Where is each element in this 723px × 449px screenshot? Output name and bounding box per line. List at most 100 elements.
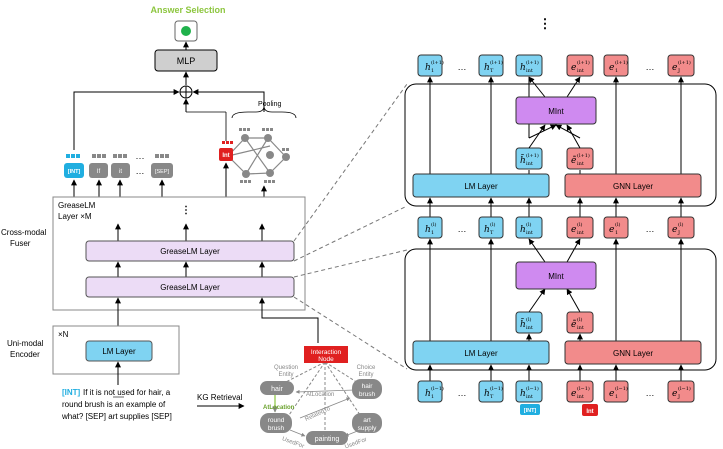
kg-retrieval-label: KG Retrieval <box>197 393 243 402</box>
kg-node-hair-brush-label-2: brush <box>359 391 376 398</box>
uni-lm-layer <box>85 340 153 362</box>
kg-node-round-brush-label-1: round <box>268 417 285 424</box>
svg-text:1: 1 <box>615 68 618 74</box>
svg-text:h̃: h̃ <box>520 154 526 166</box>
input-row-bottom: h(l−1)1 … h(l−1)T h(l−1)int e(l−1)int e(… <box>417 380 695 403</box>
svg-text:h: h <box>484 389 490 399</box>
fuser-vdots: ⋮ <box>181 205 191 216</box>
svg-text:1: 1 <box>615 394 618 400</box>
svg-text:…: … <box>458 224 467 234</box>
svg-text:e: e <box>609 225 614 235</box>
kg-node-art-supply-label-1: art <box>363 417 371 424</box>
svg-text:(l+1): (l+1) <box>577 59 590 66</box>
answer-selection-label: Answer Selection <box>150 5 225 15</box>
svg-text:(l+1): (l+1) <box>577 152 590 159</box>
token-int <box>64 163 84 178</box>
svg-text:e: e <box>571 389 576 399</box>
arrow-int-token-concat <box>73 89 180 150</box>
svg-text:e: e <box>672 225 677 235</box>
zoom-line-1 <box>293 83 408 242</box>
svg-text:T: T <box>490 394 494 400</box>
greaselm-layer-bottom <box>85 276 295 298</box>
kg-node-hair-brush-label-1: hair <box>362 383 374 390</box>
mint-upper-label: MInt <box>548 107 564 116</box>
graph-int-label: Int <box>222 153 229 159</box>
pooling-label: Pooling <box>258 101 281 108</box>
lower-greaselm-layer-box <box>404 248 717 371</box>
token-it-label: it <box>119 169 122 175</box>
lm-layer-upper <box>412 173 550 198</box>
svg-text:int: int <box>577 230 584 236</box>
svg-text:(l): (l) <box>431 221 437 228</box>
int-node-tag <box>582 404 598 416</box>
lm-layer-lower <box>412 340 550 365</box>
svg-text:h: h <box>520 225 526 235</box>
rel-usedfor-1: UsedFor <box>281 436 305 449</box>
lm-layer-lower-label: LM Layer <box>464 349 498 358</box>
int-token-tag <box>520 404 540 415</box>
gnn-layer-upper-label: GNN Layer <box>613 182 653 191</box>
rel-atlocation-green: AtLocation <box>263 405 295 411</box>
question-entity-label-2: Entity <box>278 372 293 378</box>
cross-modal-label-2: Fuser <box>10 239 31 248</box>
kg-node-round-brush-label-2: brush <box>268 425 285 432</box>
token-ellipsis-top: ··· <box>136 153 145 163</box>
token-sep <box>151 163 173 178</box>
svg-text:h: h <box>484 63 490 73</box>
svg-text:(l+1): (l+1) <box>526 152 539 159</box>
svg-text:h: h <box>484 225 490 235</box>
kg-node-hair <box>260 381 294 395</box>
svg-text:int: int <box>577 325 584 331</box>
question-entity-label-1: Question <box>274 365 298 371</box>
svg-text:…: … <box>646 62 655 72</box>
svg-text:e: e <box>672 389 677 399</box>
kg-node-round-brush <box>260 413 292 433</box>
token-if-label: If <box>97 169 101 175</box>
svg-text:(l−1): (l−1) <box>615 385 628 392</box>
svg-text:(l+1): (l+1) <box>431 59 444 66</box>
svg-text:ẽ: ẽ <box>571 155 577 166</box>
lm-layer-upper-label: LM Layer <box>464 182 498 191</box>
kg-node-painting <box>306 431 348 445</box>
greaselm-layer-bottom-label: GreaseLM Layer <box>160 283 220 292</box>
interaction-node-label-1: Interaction <box>311 349 342 356</box>
mint-lower <box>515 261 597 290</box>
svg-text:(l): (l) <box>577 316 583 323</box>
pooling-brace <box>231 105 297 119</box>
svg-text:(l−1): (l−1) <box>431 385 444 392</box>
uni-lm-layer-label: LM Layer <box>102 347 136 356</box>
kg-node-painting-label: painting <box>315 436 340 443</box>
svg-text:h: h <box>425 389 431 399</box>
svg-text:(l−1): (l−1) <box>678 385 691 392</box>
svg-text:h̃: h̃ <box>520 318 526 330</box>
zoom-line-4 <box>293 296 408 370</box>
question-int-token: [INT] <box>62 388 81 397</box>
svg-text:int: int <box>526 68 533 74</box>
svg-text:int: int <box>577 68 584 74</box>
cross-modal-label-1: Cross-modal <box>1 228 47 237</box>
svg-text:e: e <box>672 63 677 73</box>
answer-dot <box>181 26 191 36</box>
int-node-tag-label: Int <box>586 409 593 415</box>
pooled-graph: Int <box>219 128 290 183</box>
svg-text:J: J <box>677 394 680 400</box>
mint-lower-label: MInt <box>548 272 564 281</box>
svg-text:ẽ: ẽ <box>571 319 577 330</box>
svg-text:e: e <box>609 63 614 73</box>
greaselm-layer-top <box>85 240 295 262</box>
svg-text:1: 1 <box>615 230 618 236</box>
interaction-node-label-2: Node <box>318 356 334 363</box>
kg-node-art-supply-label-2: supply <box>358 425 378 432</box>
mlp-label: MLP <box>177 56 196 66</box>
svg-text:h: h <box>520 389 526 399</box>
right-vdots: ⋮ <box>539 16 552 31</box>
svg-text:(l−1): (l−1) <box>490 385 503 392</box>
kg-node-hair-label: hair <box>271 386 283 393</box>
svg-text:…: … <box>646 388 655 398</box>
svg-text:int: int <box>526 230 533 236</box>
token-if <box>89 163 108 178</box>
mlp-box <box>154 49 218 72</box>
svg-text:(l−1): (l−1) <box>526 385 539 392</box>
